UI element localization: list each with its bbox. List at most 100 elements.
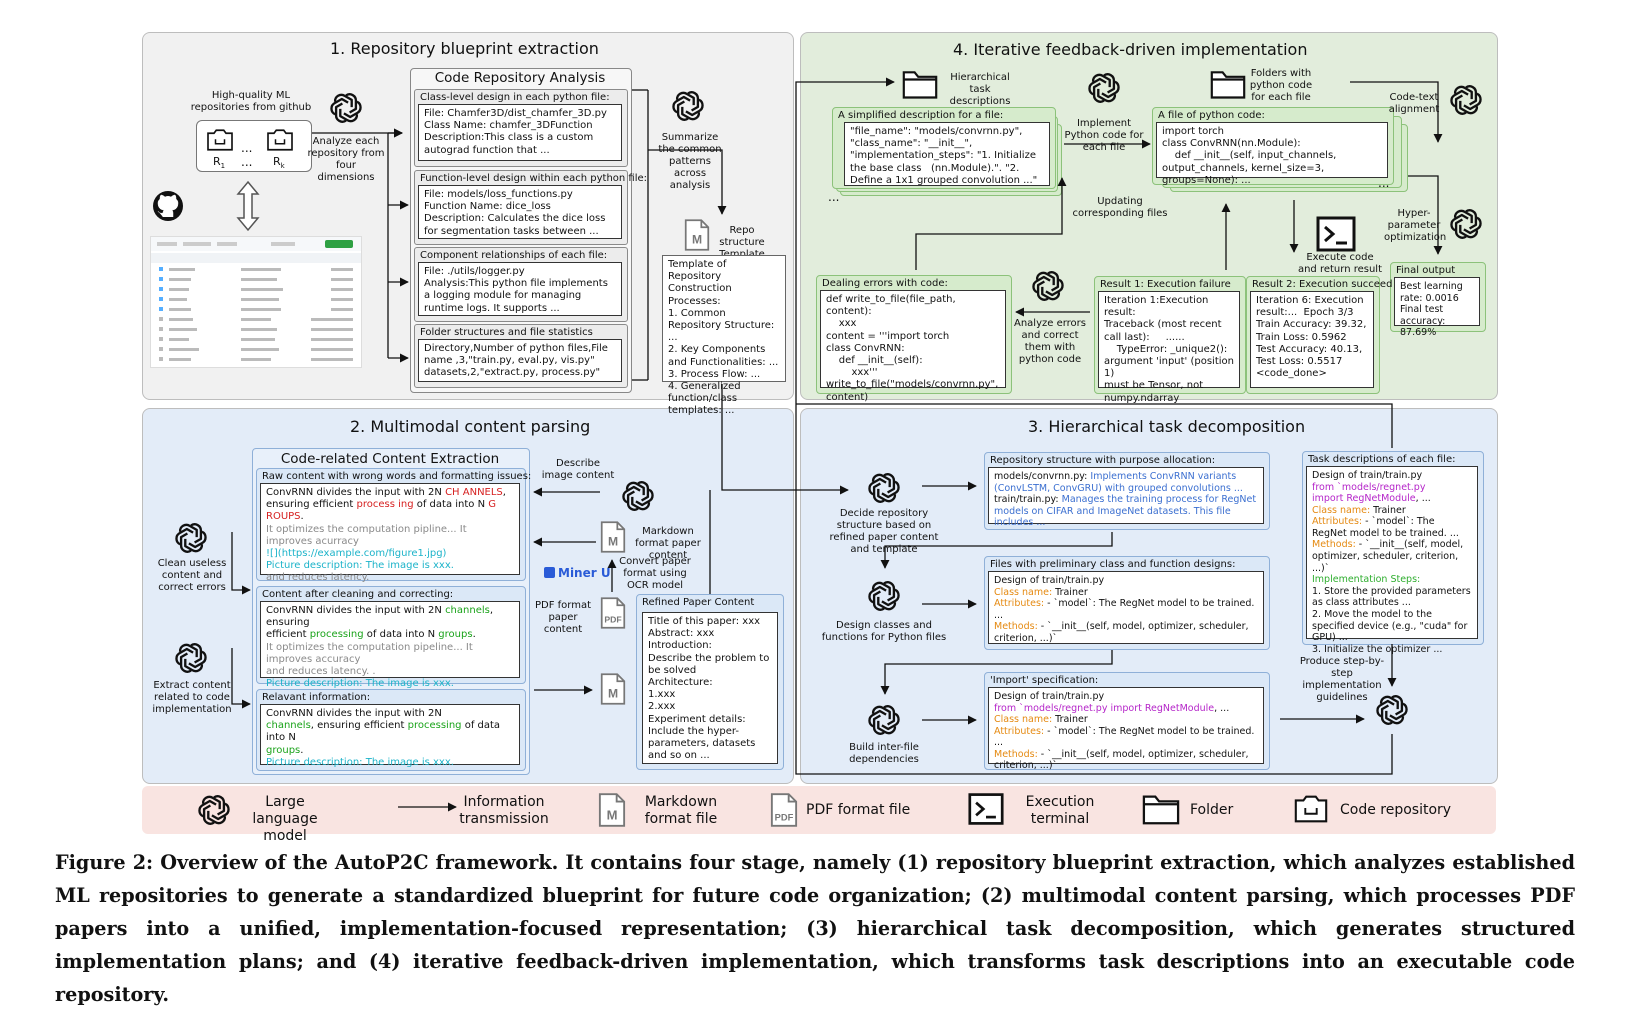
github-icon (153, 191, 183, 221)
decide-label: Decide repository structure based on ref… (829, 508, 939, 555)
openai-icon (196, 792, 232, 828)
files-header: Files with preliminary class and functio… (990, 559, 1236, 570)
legend (142, 786, 1496, 834)
hier-label: Hierarchical task descriptions (949, 72, 1011, 107)
arrow (880, 650, 1113, 695)
result1-header: Result 1: Execution failure (1100, 279, 1231, 290)
result2-header: Result 2: Execution succeed (1252, 279, 1393, 290)
hyper-label: Hyper-parameter optimization (1384, 208, 1447, 243)
repo-struct-header: Repository structure with purpose alloca… (990, 455, 1216, 466)
arrow (915, 177, 1067, 270)
function-level-header: Function-level design within each python… (420, 173, 648, 184)
mineru-icon (544, 567, 555, 578)
analyze-errors-label: Analyze errors and correct them with pyt… (1013, 318, 1086, 365)
repo-r1: R (213, 155, 221, 168)
repo-structure-body: models/convrnn.py: Implements ConvRNN va… (988, 467, 1264, 528)
repo-dots: ... (241, 141, 253, 155)
simplified-header: A simplified description for a file: (838, 110, 1004, 121)
repos-box: R1 ... ... Rk (196, 120, 312, 172)
build-label: Build inter-file dependencies (849, 742, 919, 765)
repos-label: High-quality ML repositories from github (190, 90, 312, 113)
panel2-title: 2. Multimodal content parsing (350, 417, 591, 436)
analysis-title: Code Repository Analysis (434, 70, 606, 86)
code-repo-icon (1292, 792, 1330, 826)
after-header: Content after cleaning and correcting: (262, 589, 454, 600)
legend-info: Information transmission (459, 794, 549, 827)
task-header: Task descriptions of each file: (1308, 454, 1456, 465)
convert-label: Convert paper format using OCR model (619, 556, 691, 591)
folder-icon (1142, 792, 1180, 826)
legend-pdf: PDF format file (806, 802, 911, 818)
errors-header: Dealing errors with code: (822, 278, 948, 289)
legend-md: Markdown format file (644, 794, 718, 827)
arrow (796, 403, 1393, 448)
errors-text: def write_to_file(file_path, content): x… (820, 290, 1006, 403)
raw-content-body: ConvRNN divides the input with 2N CH ANN… (260, 483, 520, 583)
legend-terminal: Execution terminal (1025, 794, 1095, 827)
raw-header: Raw content with wrong words and formatt… (262, 471, 532, 482)
refined-header: Refined Paper Content (642, 597, 755, 608)
extract-label: Extract content related to code implemen… (152, 680, 232, 715)
legend-llm: Large language model (252, 794, 318, 844)
simplified-text: "file_name": "models/convrnn.py", "class… (844, 122, 1050, 186)
component-body: File: ./utils/logger.py Analysis:This py… (418, 262, 622, 316)
arrow (648, 149, 727, 215)
relevant-header: Relavant information: (262, 692, 371, 703)
panel4-title: 4. Iterative feedback-driven implementat… (953, 40, 1308, 59)
result2-text: Iteration 6: Execution result:... Epoch … (1250, 291, 1374, 388)
import-header: 'Import' specification: (990, 675, 1099, 686)
folders-label: Folders with python code for each file (1249, 68, 1313, 103)
template-text: Template of Repository Construction Proc… (662, 255, 786, 416)
arrow (795, 77, 1393, 775)
bidirectional-arrow-icon (236, 180, 260, 232)
extract-title: Code-related Content Extraction (280, 451, 500, 467)
function-level-body: File: models/loss_functions.py Function … (418, 185, 622, 239)
pyfile-text: import torch class ConvRNN(nn.Module): d… (1156, 122, 1388, 186)
folder-stats-body: Directory,Number of python files,File na… (418, 339, 622, 382)
pyfile-header: A file of python code: (1158, 110, 1265, 121)
arrow-icon (398, 802, 457, 812)
arrow (231, 532, 251, 595)
panel1-title: 1. Repository blueprint extraction (330, 39, 599, 58)
legend-repo: Code repository (1340, 802, 1452, 818)
final-text: Best learning rate: 0.0016 Final test ac… (1394, 277, 1480, 338)
folder-stats-header: Folder structures and file statistics (420, 327, 593, 338)
markdown-file-icon (598, 792, 626, 828)
produce-label: Produce step-by-step implementation guid… (1299, 656, 1385, 703)
simplified-more: ... (828, 190, 840, 204)
arrow (1408, 175, 1443, 255)
analyze-label: Analyze each repository from four dimens… (307, 136, 385, 183)
component-header: Component relationships of each file: (420, 250, 608, 261)
md-label: Markdown format paper content (635, 526, 701, 561)
pdf-file-icon (770, 792, 798, 828)
mineru-label: Miner U (558, 566, 611, 580)
pdf-label: PDF format paper content (534, 600, 592, 635)
panel3-title: 3. Hierarchical task decomposition (1028, 417, 1306, 436)
updating-label: Updating corresponding files (1072, 196, 1168, 219)
legend-folder: Folder (1190, 802, 1234, 818)
class-level-body: File: Chamfer3D/dist_chamfer_3D.py Class… (418, 104, 622, 161)
describe-label: Describe image content (541, 458, 615, 481)
refined-text: Title of this paper: xxx Abstract: xxx I… (642, 612, 778, 764)
arrow (1350, 81, 1443, 143)
terminal-icon (968, 792, 1004, 826)
class-level-header: Class-level design in each python file: (420, 92, 610, 103)
arrow (231, 648, 251, 709)
alignment-label: Code-text alignment (1388, 92, 1440, 115)
execute-label: Execute code and return result (1297, 252, 1383, 275)
pyfile-more: ... (1378, 176, 1390, 190)
arrow (880, 532, 1113, 569)
repo-r1-sub: 1 (220, 162, 226, 171)
final-header: Final output (1396, 265, 1456, 276)
arrow (721, 384, 849, 495)
template-label: Repo structure Template (719, 225, 765, 260)
github-screenshot (150, 236, 362, 368)
repo-rk: R (273, 155, 281, 168)
result1-text: Iteration 1:Execution result: Traceback … (1098, 291, 1240, 404)
mineru-logo: Miner U (544, 566, 611, 581)
